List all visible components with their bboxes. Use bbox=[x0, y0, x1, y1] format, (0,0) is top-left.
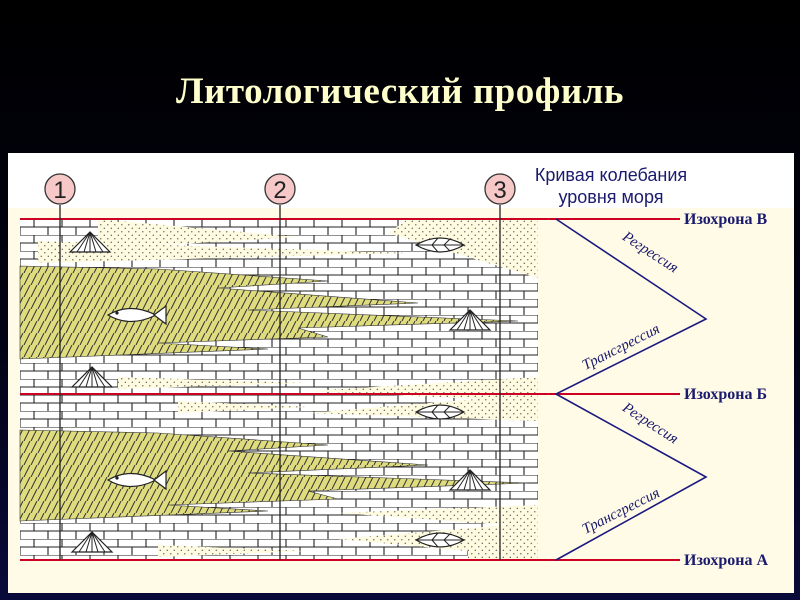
shell-icon bbox=[448, 309, 492, 331]
clay-facies bbox=[19, 265, 529, 522]
sandstone-wedges bbox=[38, 219, 408, 557]
isochron-label-top: Изохрона В bbox=[684, 211, 768, 228]
shell-icon bbox=[70, 366, 114, 388]
curve-title-line-1: Кривая колебания bbox=[535, 165, 687, 185]
section-marker-3: 3 bbox=[484, 173, 516, 205]
curve-title-line-2: уровня моря bbox=[558, 187, 663, 207]
fish-icon bbox=[106, 304, 167, 326]
isochron-label-middle: Изохрона Б bbox=[684, 386, 767, 403]
slide-title: Литологический профиль bbox=[176, 71, 624, 112]
sea-level-curve bbox=[554, 218, 708, 561]
profile-diagram: 1 2 3 Кривая колебания уровня моря Изохр… bbox=[8, 165, 794, 593]
section-marker-2-label: 2 bbox=[273, 177, 286, 204]
leaf-icon bbox=[414, 404, 466, 420]
section-marker-1-label: 1 bbox=[53, 177, 66, 204]
section-lines bbox=[59, 205, 501, 560]
section-marker-3-label: 3 bbox=[493, 177, 506, 204]
leaf-icon bbox=[414, 237, 466, 253]
section-marker-1: 1 bbox=[44, 173, 76, 205]
shell-icon bbox=[68, 231, 112, 253]
fish-icon bbox=[106, 469, 167, 491]
isochron-label-bottom: Изохрона А bbox=[684, 552, 769, 569]
lithological-profile-figure: 1 2 3 Кривая колебания уровня моря Изохр… bbox=[8, 153, 794, 593]
section-marker-2: 2 bbox=[264, 173, 296, 205]
shell-icon bbox=[448, 469, 492, 491]
shell-icon bbox=[70, 531, 114, 553]
isochron-lines bbox=[20, 218, 680, 561]
leaf-icon bbox=[414, 532, 466, 548]
